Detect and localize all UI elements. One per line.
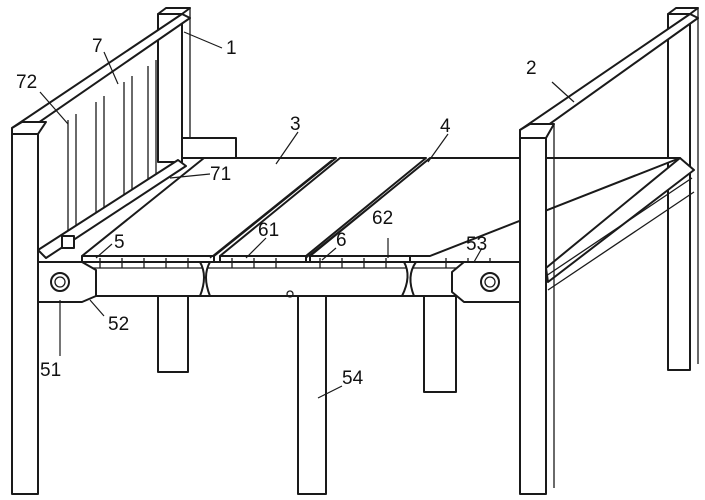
front-right-post bbox=[519, 123, 555, 495]
label-72: 72 bbox=[16, 72, 37, 93]
label-71: 71 bbox=[210, 164, 231, 185]
label-4: 4 bbox=[440, 116, 451, 137]
label-54: 54 bbox=[342, 368, 364, 389]
deck-seam bbox=[305, 159, 429, 259]
front-left-post bbox=[11, 121, 47, 495]
label-62: 62 bbox=[372, 208, 393, 229]
deck-seam bbox=[209, 159, 333, 259]
rear-legs bbox=[157, 289, 457, 393]
label-2: 2 bbox=[526, 58, 537, 79]
front-legs bbox=[297, 295, 327, 495]
label-5: 5 bbox=[114, 232, 125, 253]
headboard-bottom-rail bbox=[37, 159, 187, 259]
middle-leg-54 bbox=[297, 295, 327, 495]
label-53: 53 bbox=[466, 234, 487, 255]
right-lower-rail bbox=[545, 157, 695, 291]
left-bracket bbox=[37, 261, 97, 303]
label-6: 6 bbox=[336, 230, 347, 251]
leader-lines bbox=[39, 31, 575, 399]
headboard-slats bbox=[37, 60, 157, 258]
label-51: 51 bbox=[40, 360, 61, 381]
reference-labels: 1 2 3 4 5 6 7 51 52 53 54 61 62 71 72 bbox=[16, 36, 537, 389]
label-61: 61 bbox=[258, 220, 279, 241]
label-3: 3 bbox=[290, 114, 301, 135]
right-bracket bbox=[451, 261, 521, 303]
rear-right-post bbox=[667, 7, 699, 371]
label-7: 7 bbox=[92, 36, 103, 57]
rear-left-post bbox=[157, 7, 191, 163]
latch bbox=[61, 235, 75, 249]
rear-bracket bbox=[181, 137, 237, 159]
label-1: 1 bbox=[226, 38, 237, 59]
label-52: 52 bbox=[108, 314, 129, 335]
